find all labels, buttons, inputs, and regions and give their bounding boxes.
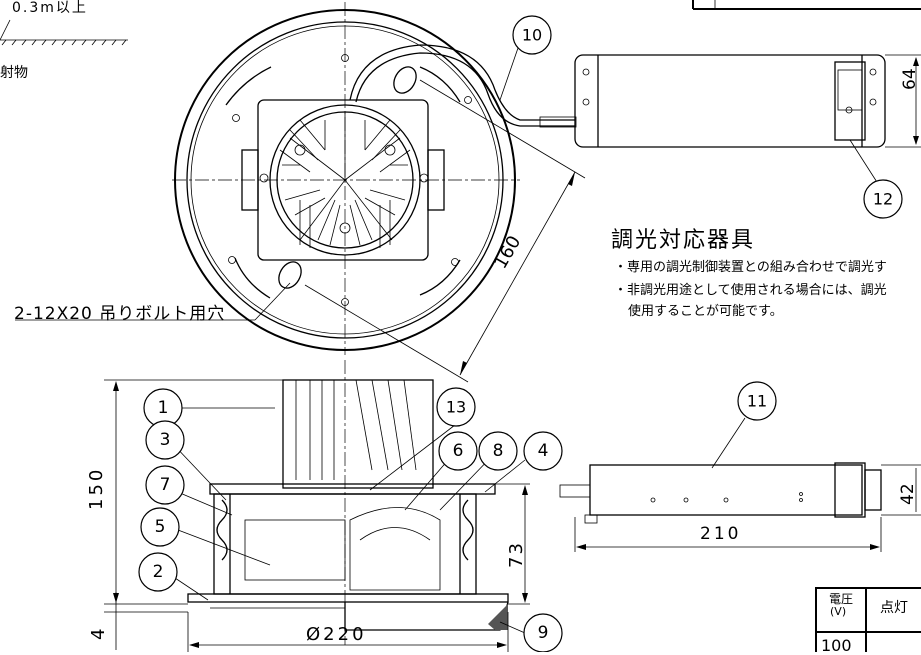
- bolt-hole-label: 2-12X20 吊りボルト用穴: [14, 304, 226, 324]
- callout-12: 12: [872, 189, 894, 209]
- clearance-text: 0.3m以上: [12, 0, 88, 16]
- callout-9: 9: [537, 623, 549, 643]
- callout-8: 8: [492, 441, 504, 461]
- side-dim-height: 150: [86, 466, 107, 510]
- callout-7: 7: [159, 475, 171, 495]
- bolt-hole-leader: [254, 282, 291, 321]
- side-dim-diameter: Ø220: [306, 624, 367, 645]
- callout-11: 11: [746, 391, 768, 411]
- callout-10: 10: [521, 25, 543, 45]
- side-view-dimensions: [104, 379, 530, 652]
- callout-1: 1: [157, 398, 169, 418]
- table-header-voltage-top: 電圧: [829, 592, 854, 606]
- psu-top-view: [539, 54, 921, 191]
- spec-table-lines: [815, 587, 921, 652]
- object-label: 射物: [0, 65, 28, 81]
- callout-5: 5: [154, 517, 166, 537]
- callout-6: 6: [452, 441, 464, 461]
- psu-top-dim-height: 64: [900, 68, 920, 90]
- psu-side-dim-height: 42: [898, 483, 918, 505]
- callout-2: 2: [152, 562, 164, 582]
- table-row1-voltage: 100: [821, 636, 852, 655]
- top-right-table-fragment: [692, 0, 921, 10]
- side-dim-flange: 4: [88, 628, 109, 640]
- psu-side-view: [559, 417, 921, 552]
- dimming-bullet-2: ・非調光用途として使用される場合には、調光: [614, 283, 887, 298]
- side-dim-inner: 73: [506, 541, 527, 568]
- psu-side-dim-width: 210: [700, 524, 742, 544]
- dimming-heading: 調光対応器具: [611, 228, 756, 253]
- clearance-marker: [0, 19, 128, 46]
- callout-3: 3: [159, 430, 171, 450]
- dimming-bullet-3: 使用することが可能です。: [628, 304, 783, 319]
- fixture-top-view: [172, 2, 575, 355]
- callout-bubbles: [138, 15, 903, 652]
- table-header-voltage-unit: (V): [830, 605, 847, 618]
- callout-13: 13: [445, 397, 467, 417]
- callout-4: 4: [537, 441, 549, 461]
- table-header-lighting: 点灯: [880, 600, 908, 616]
- dimming-bullet-1: ・専用の調光制御装置との組み合わせで調光す: [614, 260, 887, 275]
- dim-160-lines: [304, 79, 586, 383]
- callout-leaders: [171, 47, 526, 634]
